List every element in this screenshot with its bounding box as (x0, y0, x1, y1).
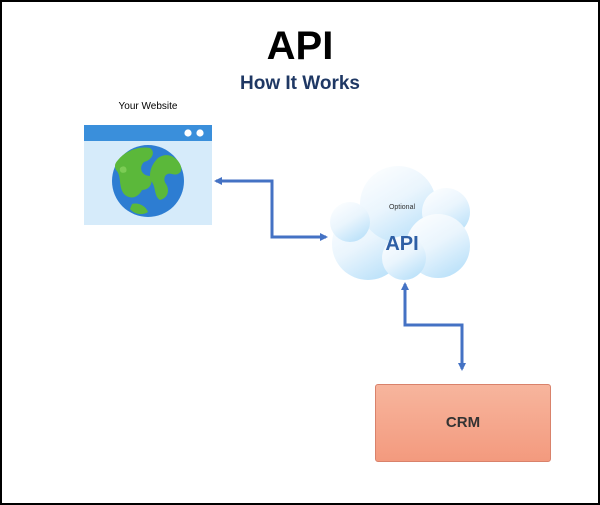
globe-icon (112, 145, 184, 217)
diagram-title: API (266, 24, 334, 68)
browser-title-bar (84, 125, 212, 141)
api-label: API (385, 233, 419, 255)
browser-dot-icon (184, 129, 192, 137)
connector-website-api (214, 177, 328, 241)
website-label: Your Website (118, 101, 178, 112)
connector-api-crm (401, 282, 466, 371)
api-optional-note: Optional (388, 204, 416, 211)
api-cloud-node (330, 166, 470, 280)
crm-label: CRM (445, 414, 481, 431)
website-node (84, 125, 212, 225)
diagram-subtitle: How It Works (240, 73, 360, 94)
crm-node: CRM (375, 384, 551, 462)
browser-dot-icon (196, 129, 204, 137)
